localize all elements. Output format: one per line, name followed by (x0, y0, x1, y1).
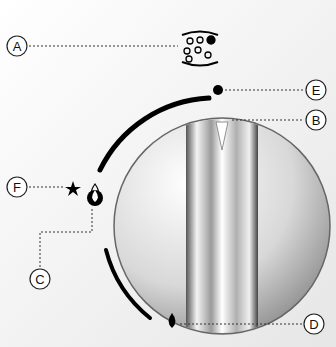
star-symbol (65, 181, 81, 196)
drop-symbol (169, 313, 176, 328)
drop-symbol (87, 184, 103, 206)
pointer (216, 122, 228, 150)
off-dot (213, 85, 223, 95)
callout-circles (7, 36, 326, 334)
callout-letter: C (35, 273, 44, 286)
callout-letter: E (312, 84, 321, 97)
callout-letter: A (13, 40, 22, 53)
callout-letter: F (13, 181, 21, 194)
leader-lines (29, 46, 304, 324)
dots-icon (182, 32, 218, 66)
knob-grip (186, 110, 258, 347)
callout-letter: B (312, 114, 321, 127)
callout-letter: D (309, 318, 318, 331)
